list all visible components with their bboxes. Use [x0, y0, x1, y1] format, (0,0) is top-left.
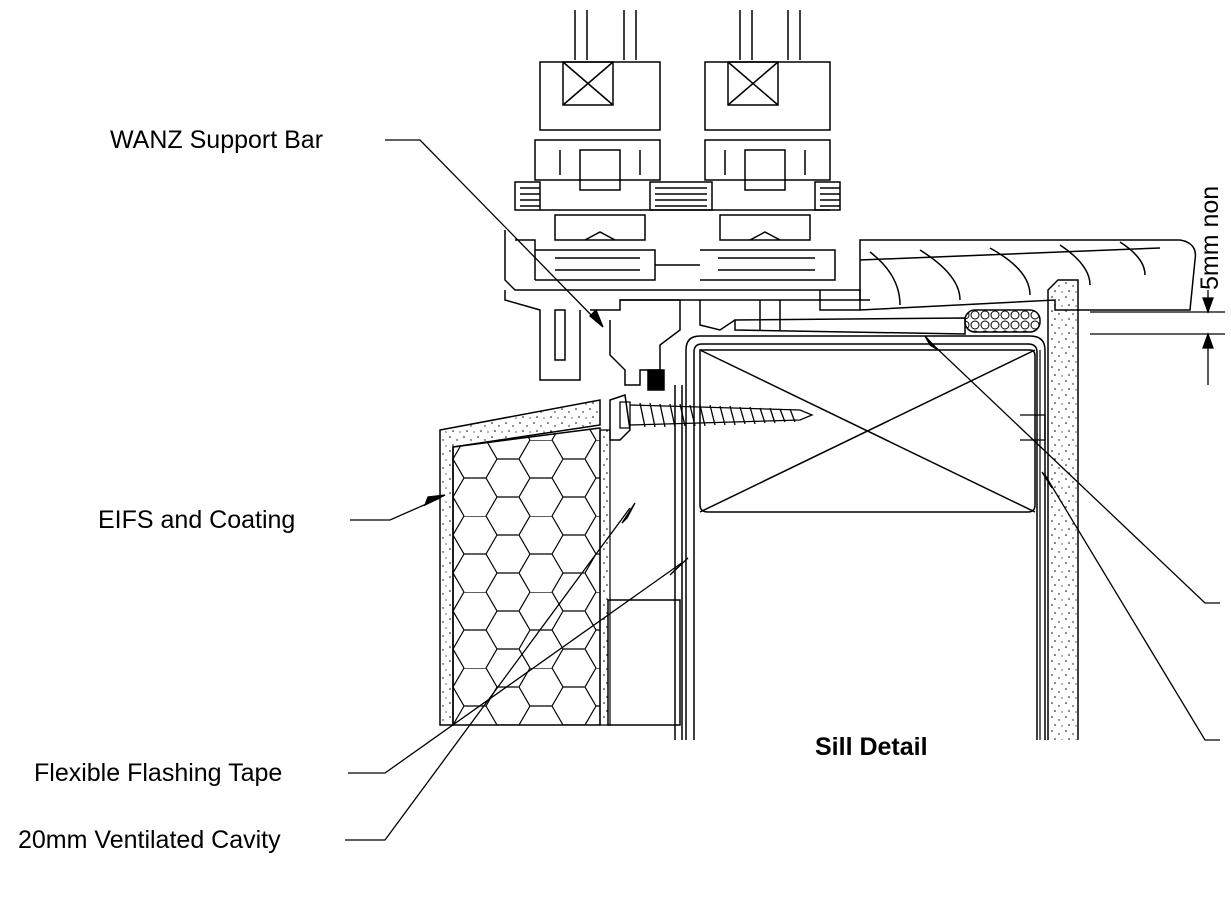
- packer-wedge: [734, 317, 966, 335]
- arrow-flashing: [669, 557, 689, 576]
- upper-frame-section: [504, 10, 870, 386]
- arrow-wanz: [589, 308, 604, 328]
- leader-flashing: [348, 561, 684, 774]
- arrow-eifs: [423, 494, 446, 507]
- leader-cavity: [345, 507, 631, 841]
- diagram-title: Sill Detail: [815, 733, 928, 761]
- sealant-strip: [964, 309, 1041, 333]
- timber-trimmer: [685, 335, 1046, 740]
- leader-eifs: [350, 497, 441, 521]
- label-dimension-note: 5mm non: [1196, 185, 1224, 290]
- leader-packer: [927, 339, 1220, 604]
- label-wanz-support-bar: WANZ Support Bar: [110, 126, 324, 154]
- cavity-batten: [607, 369, 683, 740]
- dimension-marker: [1090, 290, 1225, 385]
- sill-board: [859, 239, 1197, 311]
- leader-wanz: [385, 139, 599, 323]
- clip: [1020, 414, 1046, 441]
- leader-lines: [345, 139, 1220, 841]
- screw-fixing: [619, 401, 814, 429]
- label-flexible-flashing-tape: Flexible Flashing Tape: [34, 759, 283, 787]
- arrow-packer: [924, 335, 939, 351]
- label-eifs-coating: EIFS and Coating: [98, 506, 296, 534]
- leader-lining: [1044, 474, 1220, 741]
- eifs-panel: [439, 399, 611, 726]
- arrow-lining: [1041, 471, 1053, 489]
- label-ventilated-cavity: 20mm Ventilated Cavity: [18, 826, 281, 854]
- interior-lining: [1039, 279, 1079, 740]
- arrow-cavity: [621, 502, 636, 524]
